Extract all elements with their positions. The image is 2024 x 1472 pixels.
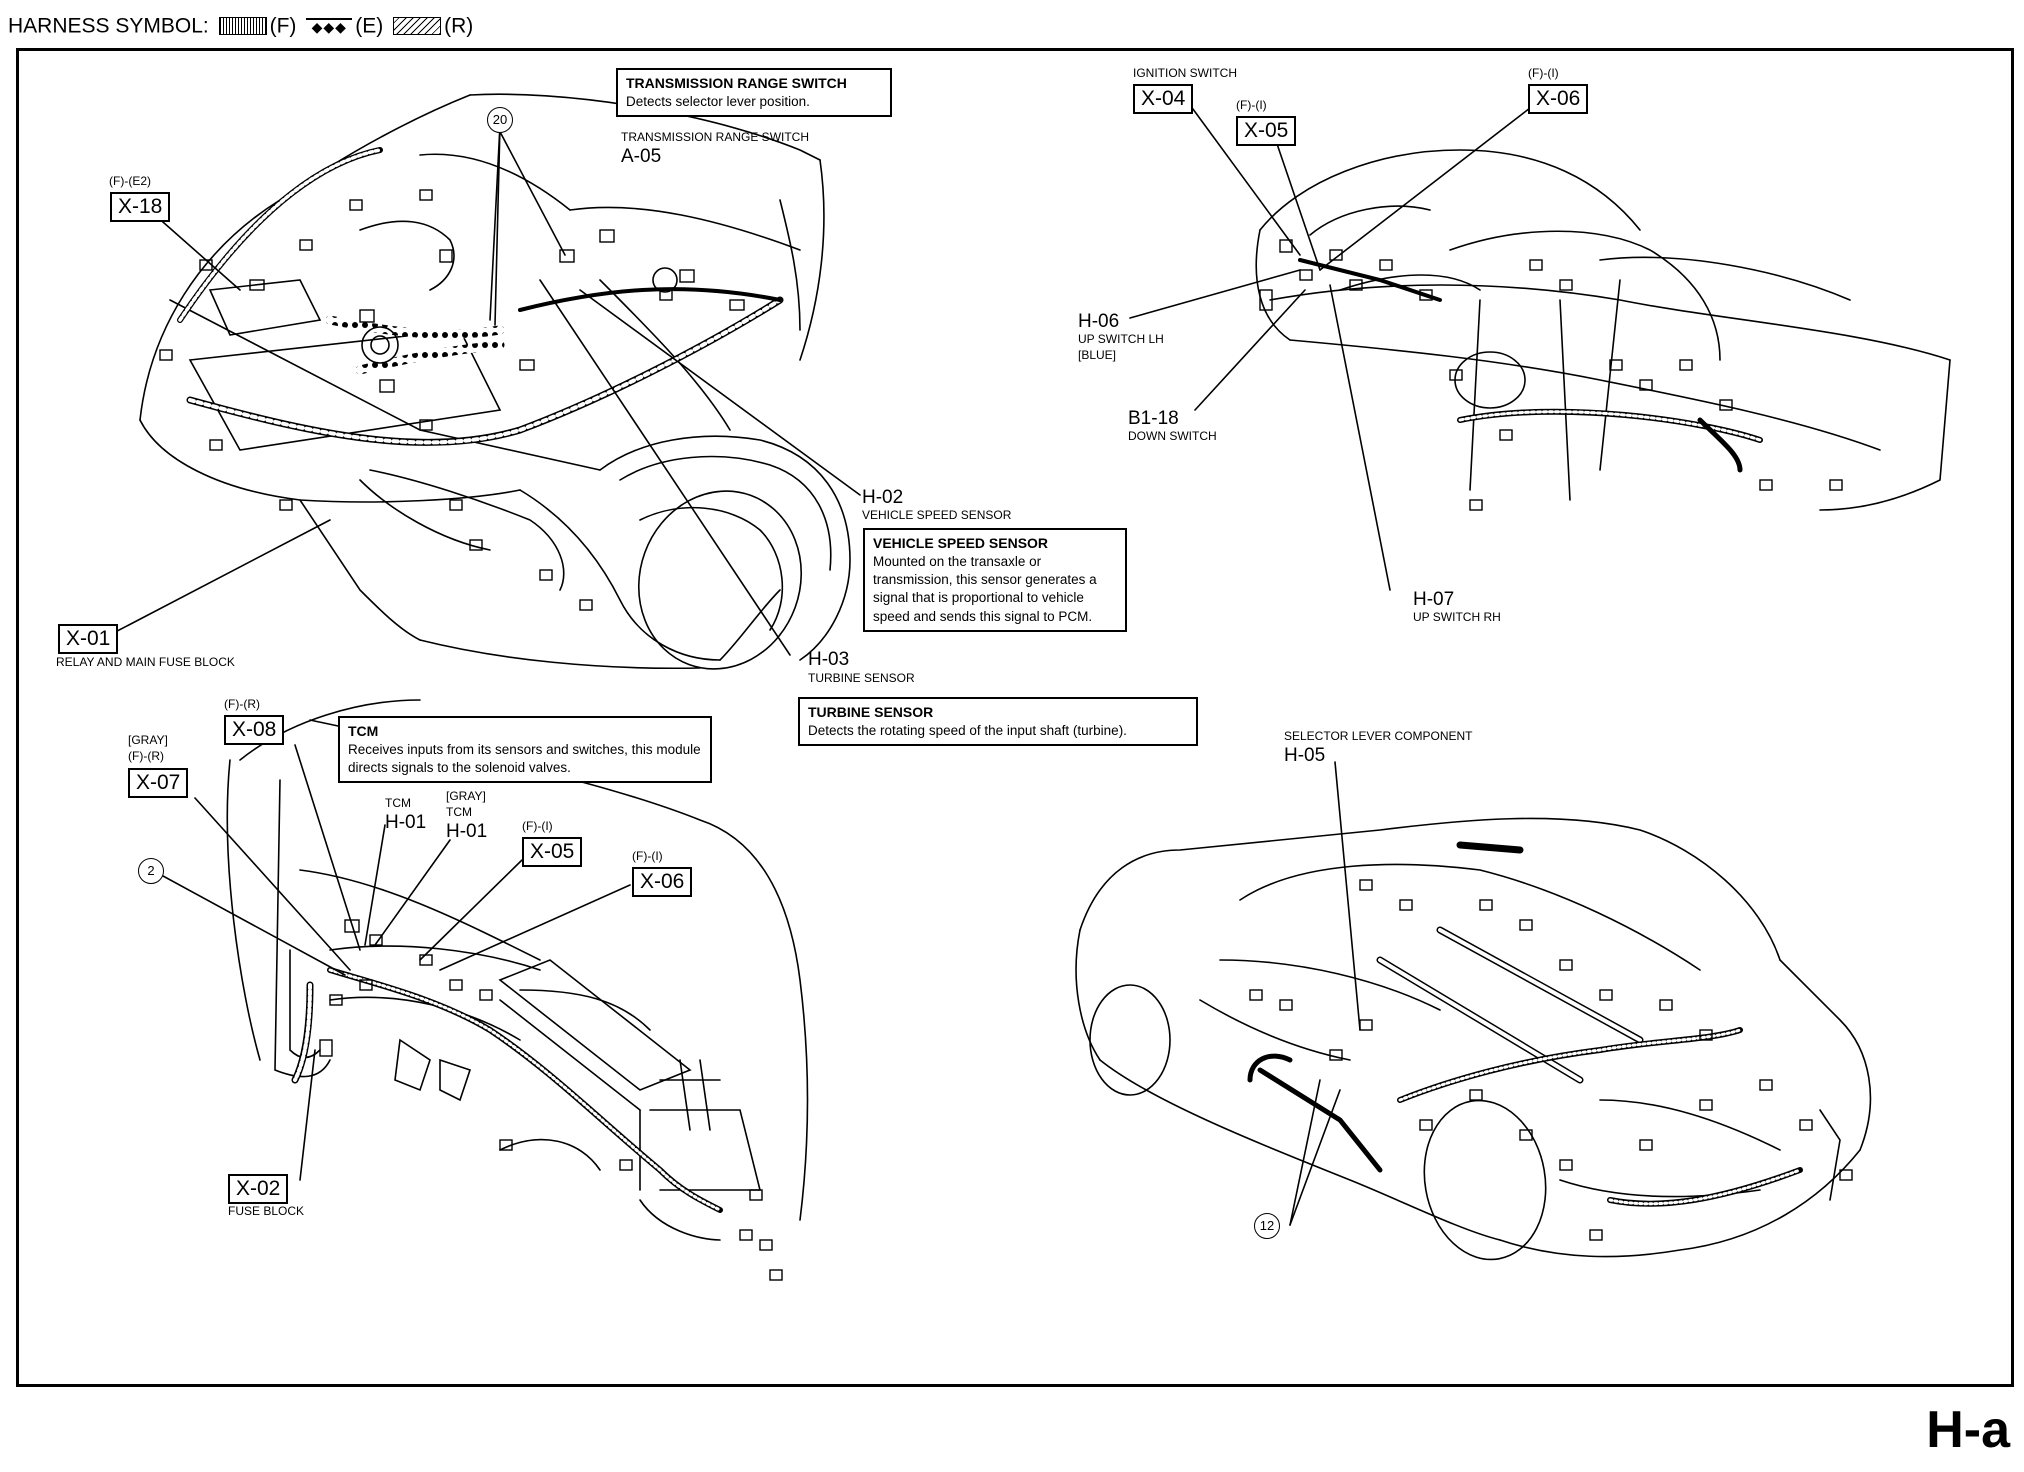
trs-box-body: Detects selector lever position. [626, 93, 810, 109]
dashboard-drawing [1129, 104, 1951, 591]
connector-h01-gray: H-01 [446, 821, 488, 842]
x02-desc: FUSE BLOCK [228, 1204, 305, 1218]
transmission-range-switch-description: TRANSMISSION RANGE SWITCH Detects select… [616, 68, 892, 118]
x18-note: (F)-(E2) [109, 174, 151, 188]
x05-note-bottom: (F)-(I) [522, 819, 553, 833]
connector-a05: A-05 [621, 146, 662, 167]
x04-note: IGNITION SWITCH [1133, 66, 1237, 80]
connector-h07: H-07 [1413, 589, 1455, 610]
x07-note1: [GRAY] [128, 733, 168, 747]
connector-h05: H-05 [1284, 745, 1326, 766]
connector-x02: X-02 [228, 1174, 289, 1205]
connector-h03: H-03 [808, 649, 850, 670]
h01b-note1: [GRAY] [446, 789, 486, 803]
h06-desc: UP SWITCH LH [1078, 332, 1164, 346]
callout-20: 20 [487, 107, 513, 133]
connector-x05-bottom: X-05 [522, 837, 583, 868]
harness-e-pattern-icon: ◆◆◆ [306, 18, 353, 34]
b118-desc: DOWN SWITCH [1128, 429, 1217, 443]
x07-note2: (F)-(R) [128, 749, 164, 763]
turbine-sensor-description: TURBINE SENSOR Detects the rotating spee… [798, 697, 1198, 747]
connector-x08: X-08 [224, 715, 285, 746]
h01a-note: TCM [385, 796, 411, 810]
tcm-box-body: Receives inputs from its sensors and swi… [348, 741, 701, 776]
connector-x06-top: X-06 [1528, 84, 1589, 115]
legend-e-code: (E) [355, 14, 384, 38]
vehicle-speed-sensor-description: VEHICLE SPEED SENSOR Mounted on the tran… [863, 528, 1127, 632]
connector-x07: X-07 [128, 768, 189, 799]
h03-desc: TURBINE SENSOR [808, 671, 915, 685]
connector-h02: H-02 [862, 487, 904, 508]
harness-f-pattern-icon [218, 17, 267, 36]
legend-f-code: (F) [269, 14, 297, 38]
harness-r-pattern-icon [393, 17, 442, 36]
x01-desc: RELAY AND MAIN FUSE BLOCK [56, 655, 235, 669]
x06-note-bottom: (F)-(I) [632, 849, 663, 863]
harness-symbol-legend: HARNESS SYMBOL: (F) ◆◆◆(E) (R) [8, 14, 473, 38]
connector-x06-bottom: X-06 [632, 867, 693, 898]
engine-compartment-drawing [99, 93, 861, 670]
callout-2: 2 [138, 858, 164, 884]
x08-note: (F)-(R) [224, 697, 260, 711]
legend-r-code: (R) [444, 14, 474, 38]
connector-b118: B1-18 [1128, 408, 1179, 429]
ts-box-title: TURBINE SENSOR [808, 704, 934, 720]
full-car-drawing [1075, 761, 1872, 1261]
connector-x04: X-04 [1133, 84, 1194, 115]
connector-h06: H-06 [1078, 311, 1120, 332]
h02-desc: VEHICLE SPEED SENSOR [862, 508, 1012, 522]
vss-box-title: VEHICLE SPEED SENSOR [873, 535, 1049, 551]
ts-box-body: Detects the rotating speed of the input … [808, 722, 1127, 738]
tcm-box-title: TCM [348, 723, 379, 739]
connector-x18: X-18 [110, 192, 171, 223]
a05-title: TRANSMISSION RANGE SWITCH [621, 130, 810, 144]
cabin-drawing [151, 699, 809, 1281]
connector-x01: X-01 [58, 624, 119, 655]
h01b-note2: TCM [446, 805, 472, 819]
vss-box-body: Mounted on the transaxle or transmission… [873, 553, 1097, 624]
callout-12: 12 [1254, 1213, 1280, 1239]
connector-x05-top: X-05 [1236, 116, 1297, 147]
connector-h01-tcm: H-01 [385, 812, 427, 833]
h07-desc: UP SWITCH RH [1413, 610, 1501, 624]
h06-extra: [BLUE] [1078, 348, 1117, 362]
legend-title: HARNESS SYMBOL: [8, 14, 209, 38]
x05-note-top: (F)-(I) [1236, 98, 1267, 112]
tcm-description: TCM Receives inputs from its sensors and… [338, 716, 712, 784]
diagram-frame [16, 48, 2014, 1387]
trs-box-title: TRANSMISSION RANGE SWITCH [626, 75, 847, 91]
h05-title: SELECTOR LEVER COMPONENT [1284, 729, 1473, 743]
x06-note-top: (F)-(I) [1528, 66, 1559, 80]
page-identifier: H-a [1926, 1401, 2010, 1459]
